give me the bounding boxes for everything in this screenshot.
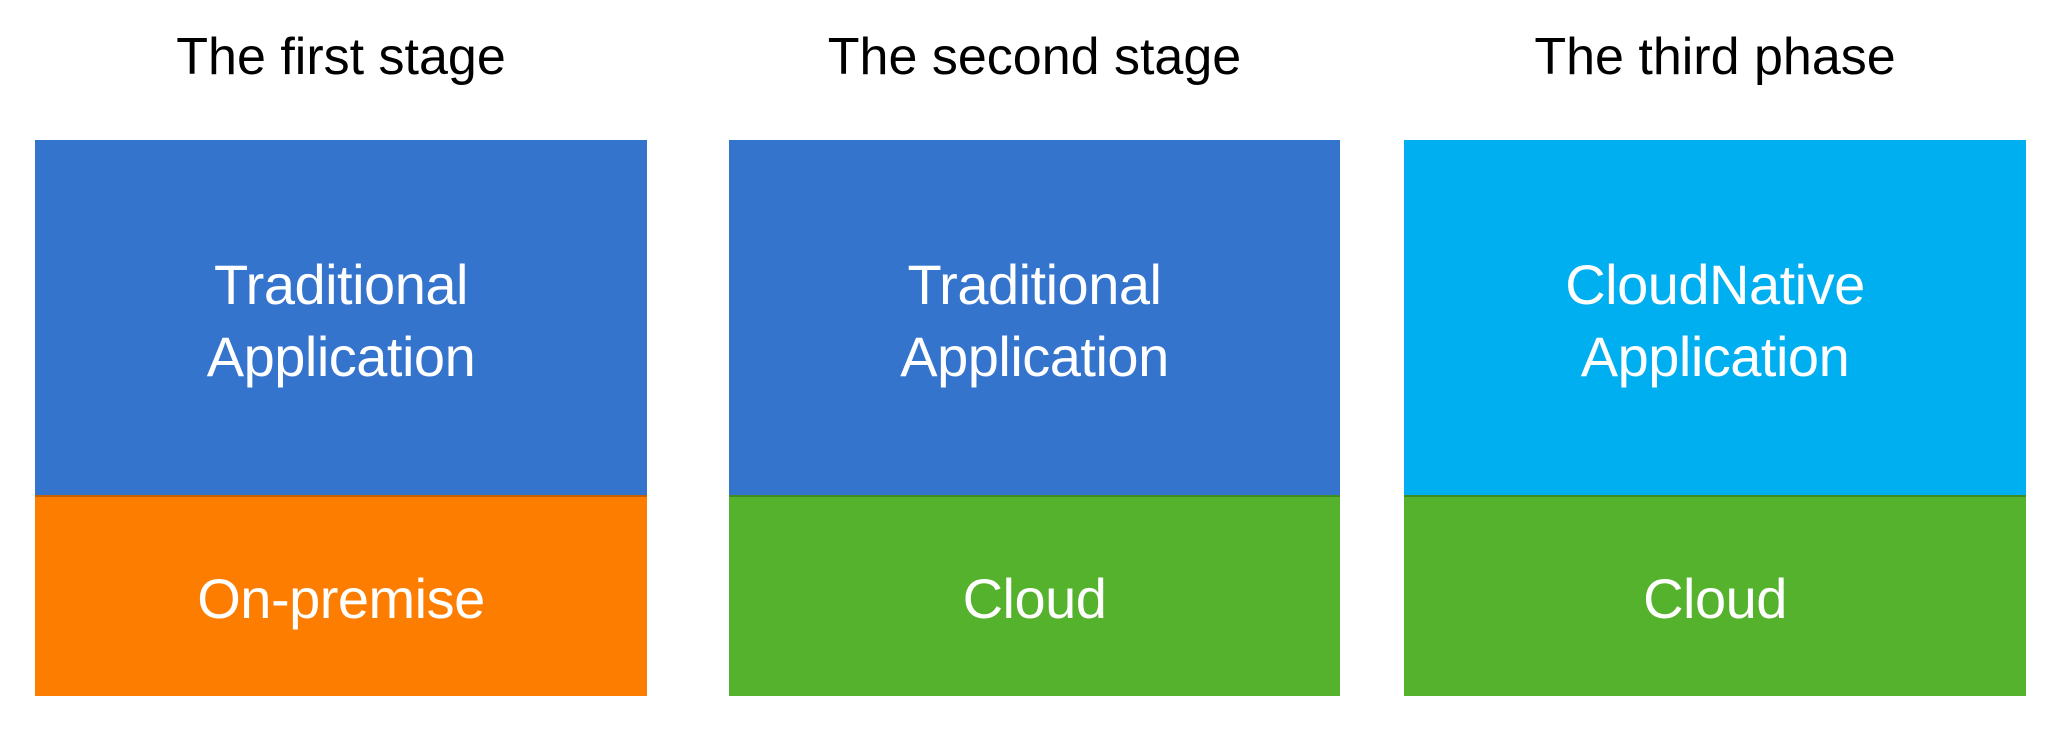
stage-box-first: Traditional Application On-premise (35, 140, 647, 696)
application-label-line1: Traditional (907, 252, 1162, 316)
platform-section-first: On-premise (35, 495, 647, 696)
stage-column-first: The first stage Traditional Application … (35, 0, 647, 742)
application-label-line2: Application (206, 324, 476, 388)
stage-box-third: CloudNative Application Cloud (1404, 140, 2026, 696)
stage-title-second: The second stage (827, 28, 1242, 86)
application-label-line2: Application (1580, 324, 1850, 388)
stage-column-third: The third phase CloudNative Application … (1404, 0, 2026, 742)
application-label-line1: CloudNative (1565, 252, 1865, 316)
stage-column-second: The second stage Traditional Application… (729, 0, 1340, 742)
platform-label: On-premise (197, 566, 485, 630)
application-label-line2: Application (900, 324, 1169, 388)
platform-label: Cloud (1643, 566, 1787, 630)
stage-title-third: The third phase (1534, 28, 1896, 86)
application-label-line1: Traditional (214, 252, 468, 316)
application-section-second: Traditional Application (729, 140, 1340, 495)
stage-box-second: Traditional Application Cloud (729, 140, 1340, 696)
platform-section-second: Cloud (729, 495, 1340, 696)
application-section-third: CloudNative Application (1404, 140, 2026, 495)
application-section-first: Traditional Application (35, 140, 647, 495)
platform-section-third: Cloud (1404, 495, 2026, 696)
platform-label: Cloud (962, 566, 1107, 630)
stage-title-first: The first stage (176, 28, 506, 86)
